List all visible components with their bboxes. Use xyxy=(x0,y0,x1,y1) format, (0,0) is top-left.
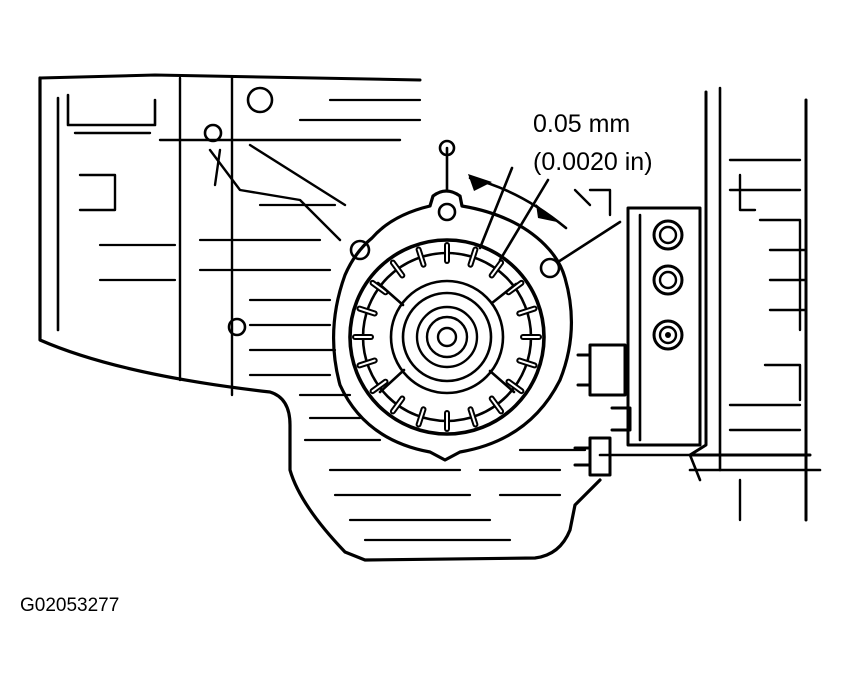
pump-housing xyxy=(331,146,622,462)
gear-tooth-highlight xyxy=(417,408,425,426)
arrowhead-right-icon xyxy=(536,204,557,222)
right-housing xyxy=(573,86,822,522)
gear-tooth-highlight xyxy=(490,261,503,277)
gear-tooth-highlight xyxy=(518,359,536,367)
arrowhead-left-icon xyxy=(468,174,492,191)
gear-tooth-highlight xyxy=(469,408,477,426)
gear-tooth-highlight xyxy=(358,307,376,315)
case-body xyxy=(38,73,602,562)
gear-tooth-highlight xyxy=(417,248,425,266)
measurement-imperial-label: (0.0020 in) xyxy=(533,148,653,176)
gear-tooth-highlight xyxy=(371,380,387,393)
gear-tooth-highlight xyxy=(469,248,477,266)
gear-tooth-highlight xyxy=(507,380,523,393)
gear-teeth xyxy=(352,242,542,432)
gear-tooth-highlight xyxy=(391,261,404,277)
pump-drive-gear xyxy=(348,238,546,436)
valve-block xyxy=(573,206,702,477)
gear-tooth-highlight xyxy=(518,307,536,315)
gear-tooth-highlight xyxy=(490,397,503,413)
clearance-indicator xyxy=(468,166,568,262)
gear-tooth-highlight xyxy=(507,281,523,294)
measurement-metric-label: 0.05 mm xyxy=(533,110,630,138)
gear-tooth-highlight xyxy=(371,281,387,294)
gear-tooth-highlight xyxy=(391,397,404,413)
figure-id-label: G02053277 xyxy=(20,595,119,616)
gear-tooth-highlight xyxy=(358,359,376,367)
